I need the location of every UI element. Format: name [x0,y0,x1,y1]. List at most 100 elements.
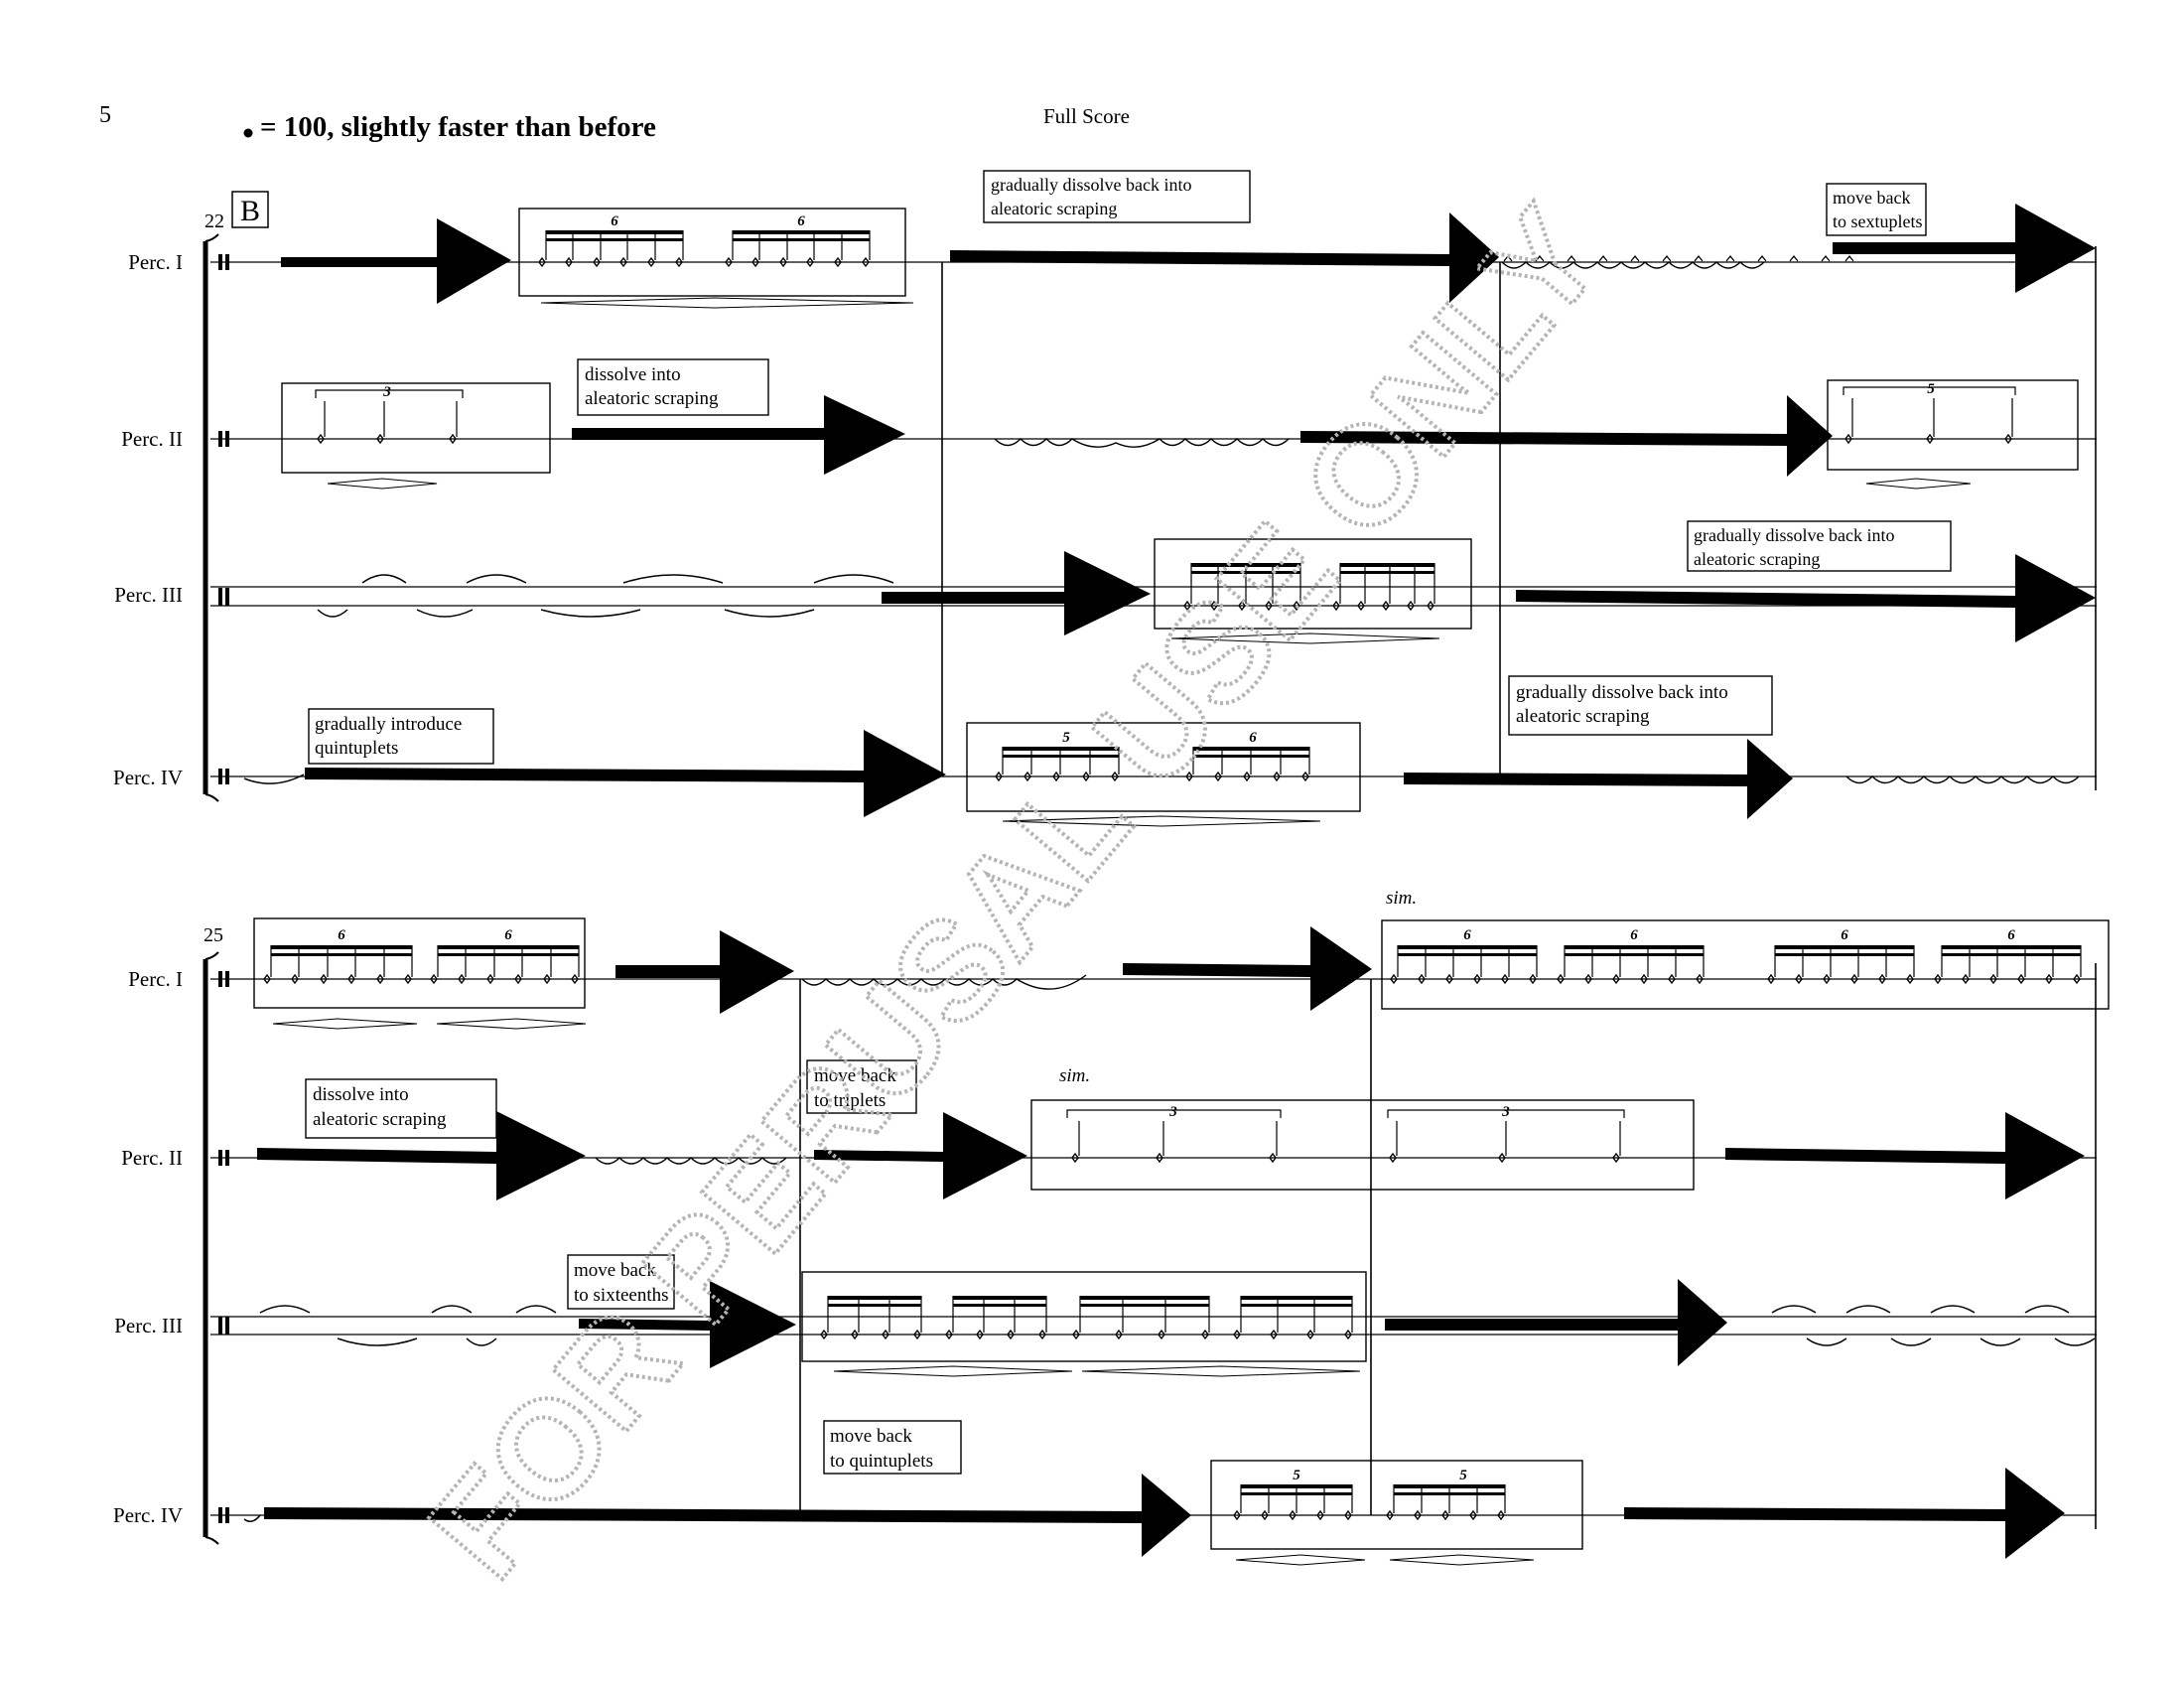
continuation-arrow [950,212,1499,303]
hairpin [1002,815,1321,827]
continuation-arrow [579,1281,796,1368]
svg-text:6: 6 [797,213,805,229]
continuation-arrow [264,1474,1191,1557]
tempo-marking: = 100, slightly faster than before [260,111,656,143]
hairpin [327,478,438,490]
rhythm-box [1210,1460,1583,1550]
instruction-box [308,708,494,765]
tuplet-group [1233,1296,1353,1339]
hairpin [540,297,914,309]
continuation-arrow [281,218,511,304]
tuplet-group: 5 [1386,1468,1506,1520]
page-number: 5 [99,102,111,128]
tuplet-group: 6 [538,213,684,267]
svg-text:6: 6 [1463,927,1471,943]
svg-text:5: 5 [1927,381,1935,397]
rhythm-box [1030,1099,1695,1191]
svg-text:5: 5 [1062,730,1070,746]
svg-text:6: 6 [611,213,618,229]
scraping-ties [259,1305,557,1346]
hairpin [1170,633,1440,644]
svg-text:6: 6 [2007,927,2015,943]
continuation-arrow [305,730,946,817]
rhythm-box [518,208,906,297]
quarter-note-icon [243,128,253,138]
tuplet-group: 6 [1185,730,1310,781]
svg-text:5: 5 [1459,1468,1467,1483]
rhythm-box [1154,538,1472,630]
tuplet-group: 6 [1934,927,2082,984]
tuplet-group: 6 [430,927,580,984]
tuplet-group [1183,563,1301,611]
tuplet-group: 5 [1233,1468,1353,1520]
percussion-clef-icon [218,971,229,1523]
staff-label: Perc. I [128,250,183,274]
rhythm-box [966,722,1361,812]
rehearsal-mark: B [240,195,260,227]
scraping-ties [1845,775,2080,784]
instruction-box [567,1254,675,1310]
continuation-arrow [1300,395,1833,477]
tuplet-group: 3 [1387,1104,1625,1163]
staff-label: Perc. III [114,583,183,607]
scraping-ties [1501,261,1765,269]
continuation-arrow [1833,204,2096,293]
continuation-arrow [1516,554,2096,642]
scraping-ties [595,1157,787,1165]
percussion-clef-icon [218,254,229,784]
svg-text:6: 6 [1841,927,1848,943]
tuplet-group: 3 [1066,1104,1282,1163]
hairpin [1865,478,1972,490]
rehearsal-mark-box [231,191,269,228]
instruction-box [1826,183,1927,236]
instruction-box [577,358,769,416]
hairpin [833,1365,1361,1377]
rhythm-box [1381,919,2110,1010]
svg-text:6: 6 [338,927,345,943]
tuplet-group: 5 [995,730,1120,781]
staff-label: Perc. IV [113,766,183,789]
scraping-ties [317,574,894,618]
rhythm-box [1827,379,2079,471]
tuplet-group: 6 [1390,927,1538,984]
instruction-box [983,170,1251,223]
tuplet-group [1072,1296,1210,1339]
instruction-box [1508,675,1773,736]
instruction-box [305,1078,497,1139]
continuation-arrow [257,1111,586,1200]
scraping-ties [994,438,1290,448]
system-1: 22 B Perc. I Perc. II Perc. III Perc. IV [113,170,2097,827]
continuation-arrow [882,551,1151,635]
continuation-arrow [1123,926,1372,1011]
staff-label: Perc. III [114,1314,183,1337]
svg-text:6: 6 [1249,730,1257,746]
measure-number: 25 [204,924,223,946]
scraping-ties [1771,1305,2096,1346]
continuation-arrow [1725,1112,2085,1199]
tuplet-group: 3 [315,384,464,444]
system-2: 25 Perc. I Perc. II Perc. III Perc. IV [113,888,2110,1566]
continuation-arrow [1385,1279,1727,1366]
instruction-box [1687,520,1952,572]
hairpin [272,1018,587,1030]
tuplet-group: 6 [1557,927,1705,984]
tuplet-group: 6 [263,927,413,984]
scraping-ties [243,774,305,784]
svg-text:3: 3 [1501,1104,1510,1120]
tuplet-group: 5 [1843,381,2016,444]
continuation-arrow [1404,739,1793,819]
sim-marking: sim. [1059,1065,1090,1086]
score-type: Full Score [1043,104,1130,128]
tuplet-group [1332,563,1435,611]
instruction-box [806,1059,917,1114]
svg-text:6: 6 [1630,927,1638,943]
